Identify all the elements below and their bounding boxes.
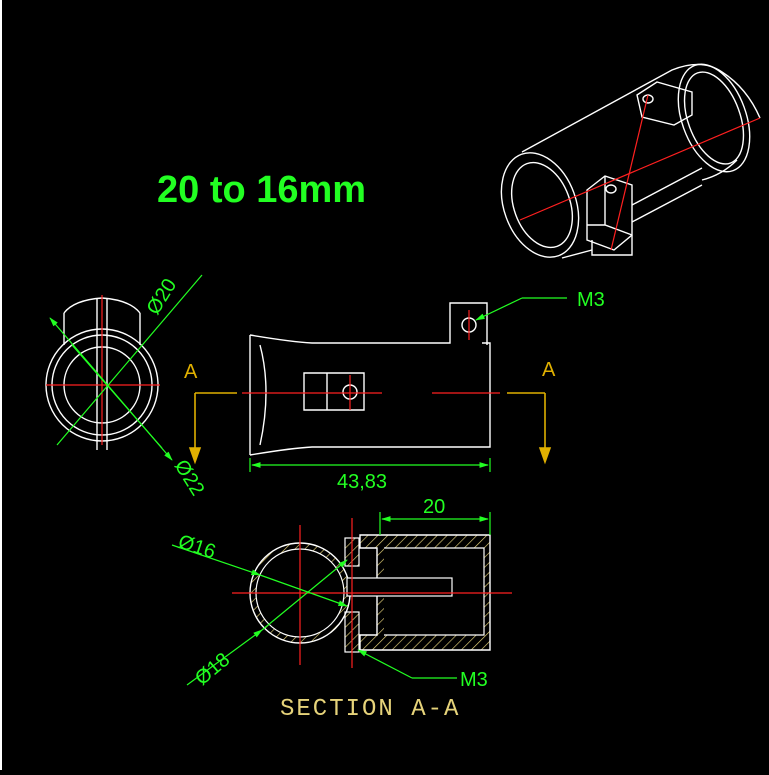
section-width-dimension (379, 512, 491, 535)
section-centerlines (232, 518, 512, 668)
isometric-view (500, 63, 761, 259)
section-mark-left: A (184, 361, 198, 383)
isometric-centerlines (519, 94, 761, 251)
front-view (249, 302, 491, 456)
dim-diameter-20: Ø20 (143, 275, 182, 319)
m3-bottom-label: M3 (460, 669, 488, 691)
drawing-title: 20 to 16mm (157, 169, 366, 211)
section-diameter-leaders (171, 544, 348, 686)
section-mark-right: A (542, 359, 556, 381)
dim-diameter-22: Ø22 (170, 456, 209, 500)
m3-top-leader (475, 297, 567, 321)
dim-length: 43,83 (337, 471, 387, 493)
section-markers (188, 392, 552, 465)
dim-section-width: 20 (423, 496, 445, 518)
length-dimension (249, 458, 491, 472)
dim-diameter-16: Ø16 (175, 531, 218, 564)
m3-bottom-leader (357, 649, 457, 679)
section-title: SECTION A-A (280, 696, 460, 723)
front-view-centerlines (242, 310, 500, 410)
end-view-dimensions (49, 274, 203, 461)
m3-top-label: M3 (577, 289, 605, 311)
